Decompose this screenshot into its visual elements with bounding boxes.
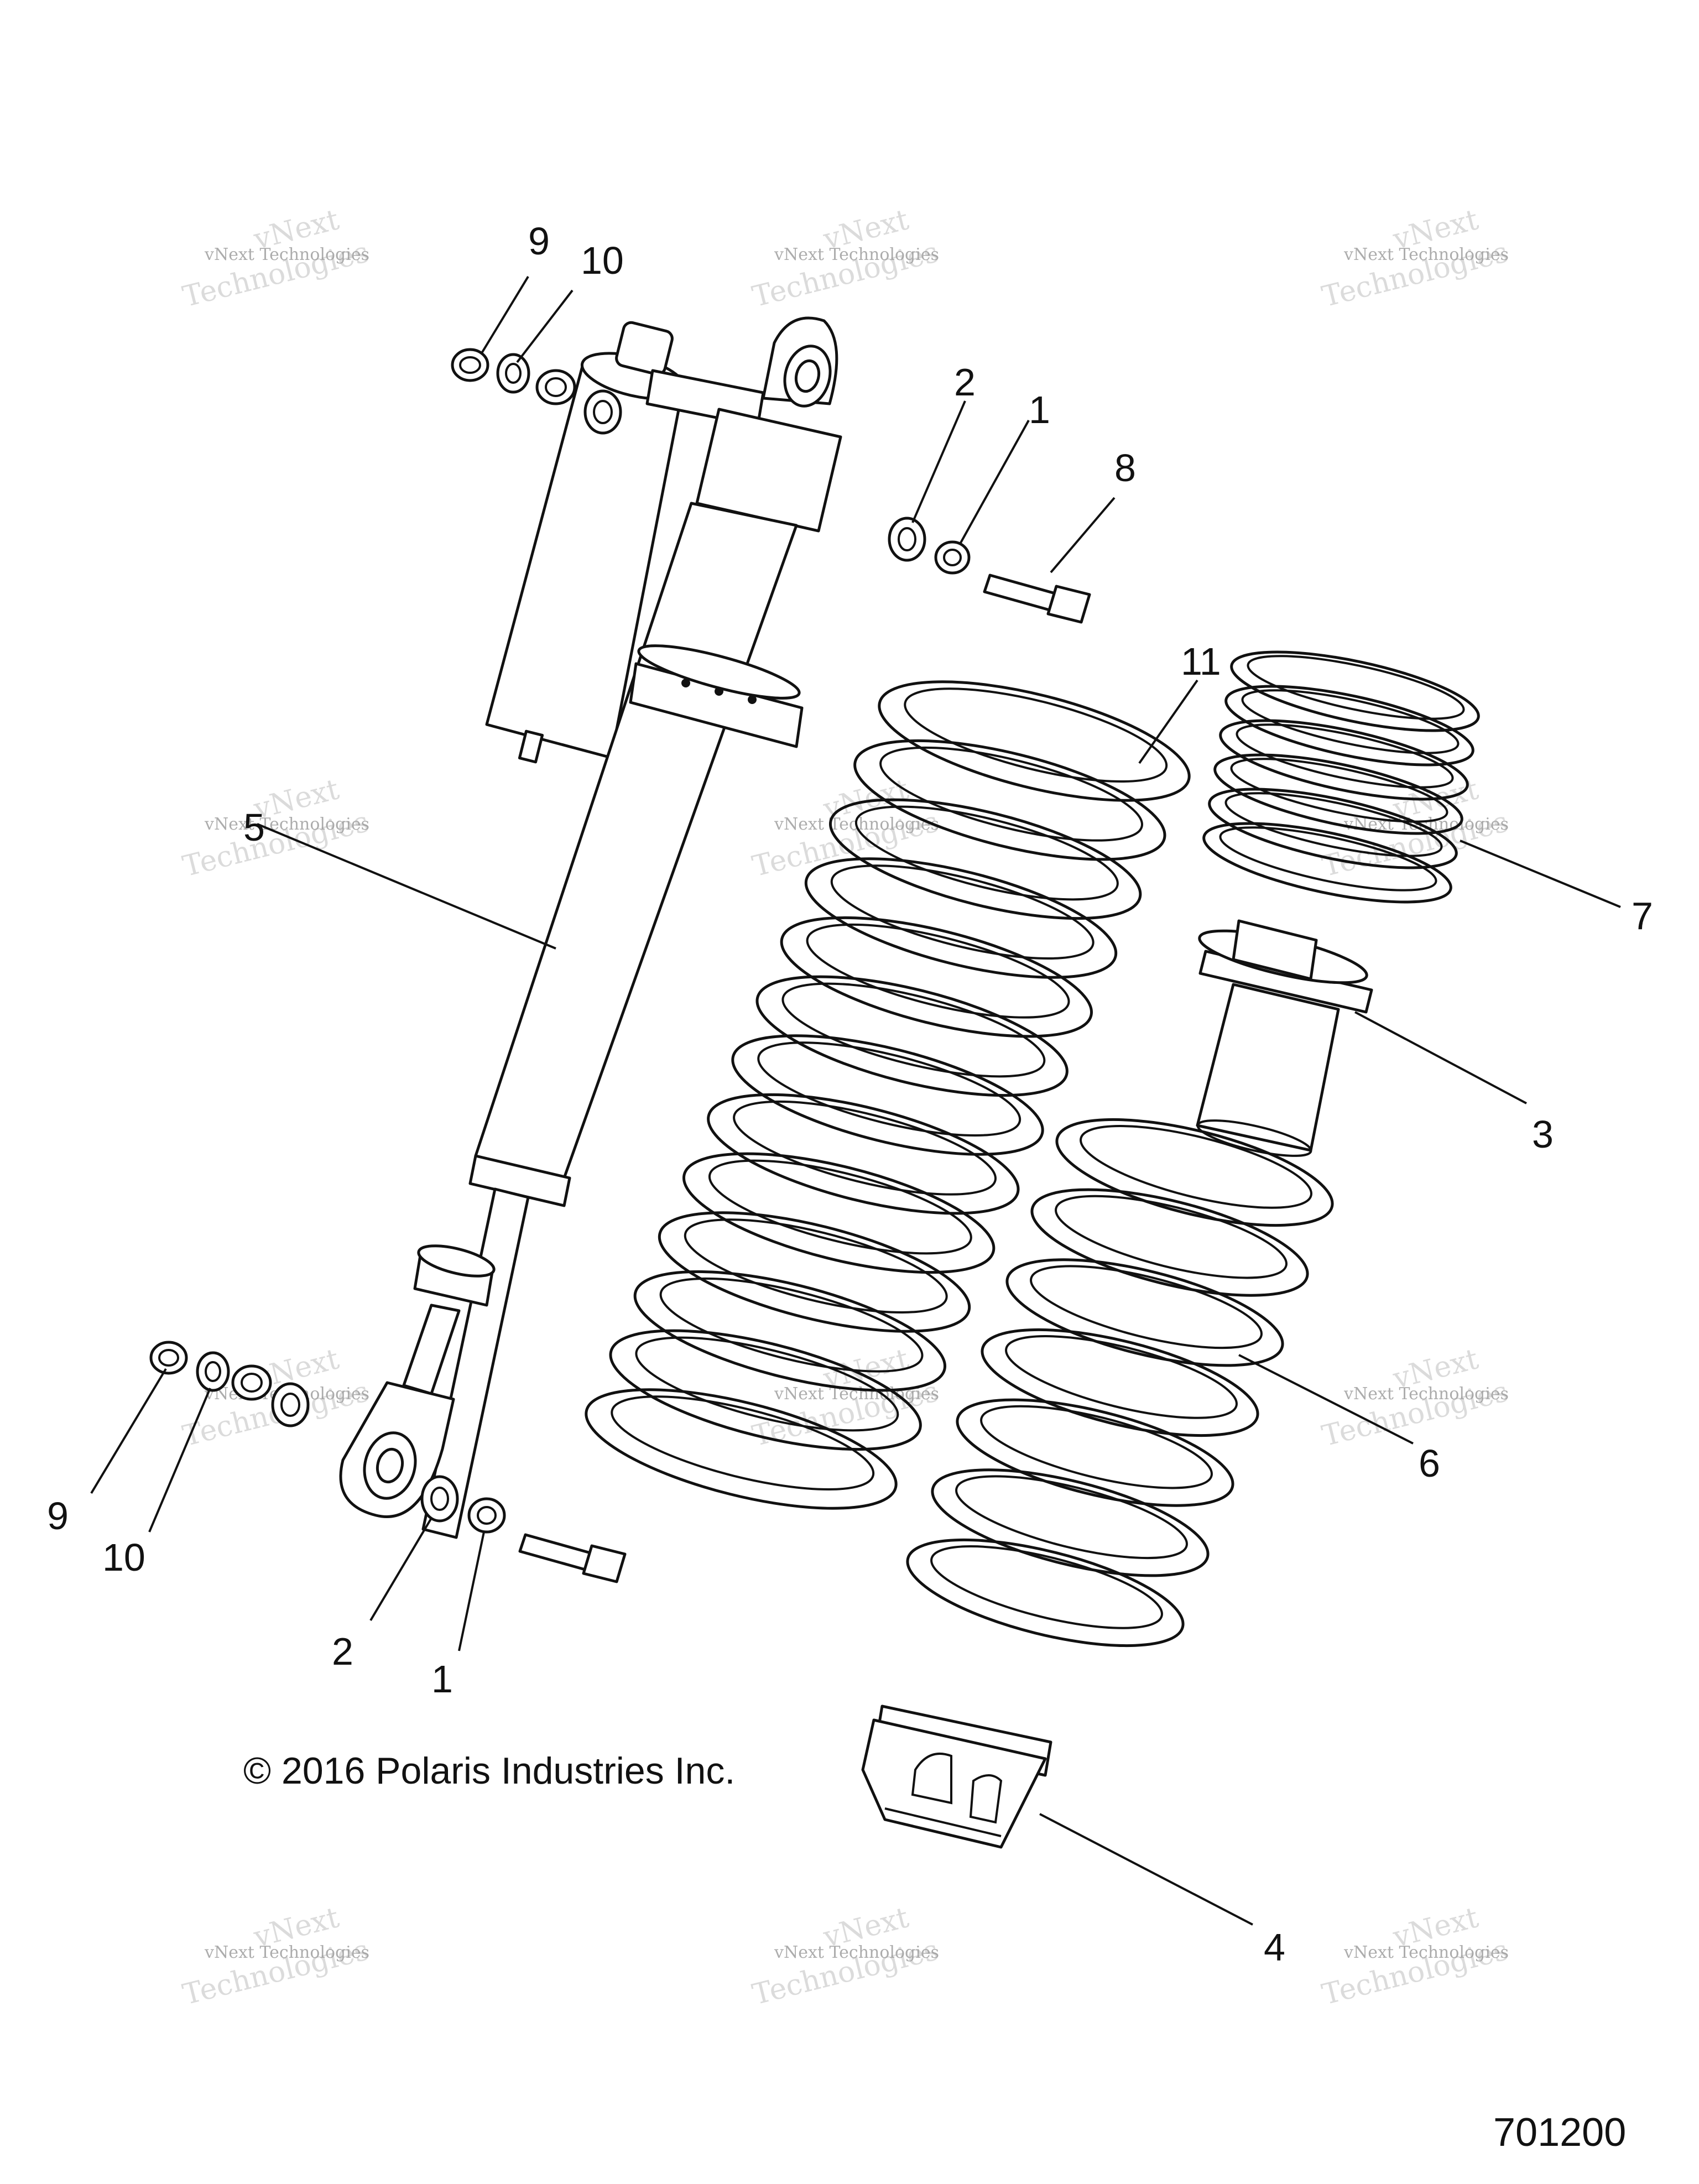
watermark-text: vNext Technologies <box>1343 1943 1509 1962</box>
figure-number: 701200 <box>1493 2110 1626 2155</box>
callout-6: 6 <box>1419 1442 1440 1485</box>
callout-labels: 9 10 2 1 8 11 7 5 3 6 9 10 2 1 4 <box>47 220 1653 1969</box>
spring-coil <box>853 739 1166 861</box>
leader-lines <box>90 275 1621 1926</box>
spring-coil <box>904 687 1168 783</box>
spring-seat-lower <box>861 1705 1052 1849</box>
callout-9-upper: 9 <box>528 220 550 263</box>
callout-10-lower: 10 <box>102 1536 145 1579</box>
spring-coil <box>659 1277 924 1373</box>
spring-coil <box>879 746 1143 842</box>
spring-coil <box>1030 1265 1263 1349</box>
spring-coil <box>585 1388 898 1510</box>
callout-3: 3 <box>1532 1113 1554 1156</box>
spring-coil <box>1213 753 1463 835</box>
spring-coil <box>854 805 1119 901</box>
watermark-text: vNext Technologies <box>774 1943 939 1962</box>
upper-hardware <box>451 348 622 435</box>
spring-coil <box>804 857 1118 979</box>
spring-coil <box>1230 758 1448 823</box>
spring-coil <box>1030 1188 1309 1297</box>
watermark-text: vNext Technologies <box>1343 245 1509 264</box>
spring-coil <box>981 1328 1259 1437</box>
spring-coil <box>708 1159 972 1255</box>
spring-coil <box>1005 1258 1284 1367</box>
watermark-text: vNext Technologies <box>774 245 939 264</box>
callout-9-lower: 9 <box>47 1494 69 1537</box>
upper-bolt-hardware <box>888 517 1091 624</box>
spring-coil <box>684 1218 948 1314</box>
callout-1-lower: 1 <box>431 1657 453 1701</box>
spring-coil <box>1224 792 1443 857</box>
spring-coil <box>1224 685 1474 767</box>
spring-coil <box>757 1041 1022 1137</box>
spring-coil <box>806 923 1070 1019</box>
secondary-spring <box>906 1118 1334 1648</box>
watermark-text: vNext Technologies <box>1343 1384 1509 1404</box>
spring-coil <box>878 680 1191 802</box>
spring-coil <box>1241 689 1460 754</box>
spring-coil <box>1247 655 1465 720</box>
spring-coil <box>1219 826 1437 892</box>
spring-coil <box>1208 788 1458 869</box>
spring-coil <box>955 1475 1188 1560</box>
spring-coil <box>906 1538 1185 1648</box>
spring-coil <box>682 1152 996 1274</box>
watermark-text: vNext Technologies <box>204 1943 369 1962</box>
spring-coil <box>1236 723 1454 789</box>
spring-coil <box>733 1100 997 1196</box>
spring-coil <box>1080 1125 1312 1209</box>
spring-coil <box>1055 1195 1288 1279</box>
spring-coil <box>1219 719 1469 801</box>
watermark-text: vNext Technologies <box>204 245 369 264</box>
callout-2-upper: 2 <box>954 361 976 404</box>
spring-coil <box>1230 650 1480 732</box>
callout-5: 5 <box>243 806 265 849</box>
lower-hardware <box>149 1341 627 1583</box>
callout-11: 11 <box>1181 640 1221 683</box>
copyright-notice: © 2016 Polaris Industries Inc. <box>243 1750 735 1792</box>
callout-2-lower: 2 <box>332 1630 353 1673</box>
callout-1-upper: 1 <box>1029 388 1050 431</box>
spring-coil <box>781 982 1046 1078</box>
spring-coil <box>609 1329 922 1451</box>
spring-coil <box>731 1034 1044 1156</box>
spring-coil <box>828 798 1142 920</box>
callout-4: 4 <box>1264 1926 1285 1969</box>
watermark-text: vNext Technologies <box>204 815 369 834</box>
callout-7: 7 <box>1632 894 1653 937</box>
spring-coil <box>980 1405 1213 1489</box>
main-spring <box>585 680 1191 1510</box>
spring-coil <box>956 1398 1234 1507</box>
callout-10-upper: 10 <box>581 239 624 282</box>
spring-coil <box>633 1270 947 1392</box>
spring-coil <box>755 975 1069 1097</box>
spring-coil <box>1005 1335 1238 1419</box>
spring-coil <box>1202 822 1452 904</box>
callout-8: 8 <box>1114 446 1136 489</box>
spring-seat-upper <box>1196 919 1373 1157</box>
spring-coil <box>658 1211 971 1333</box>
spring-coil <box>930 1545 1163 1629</box>
spring-coil <box>780 916 1093 1038</box>
spring-coil <box>931 1468 1210 1577</box>
shock-absorber <box>339 316 842 1539</box>
spring-coil <box>611 1395 875 1491</box>
spring-coil <box>635 1336 899 1432</box>
spring-coil <box>707 1093 1020 1215</box>
spring-coil <box>830 864 1095 960</box>
tender-spring <box>1202 650 1480 904</box>
